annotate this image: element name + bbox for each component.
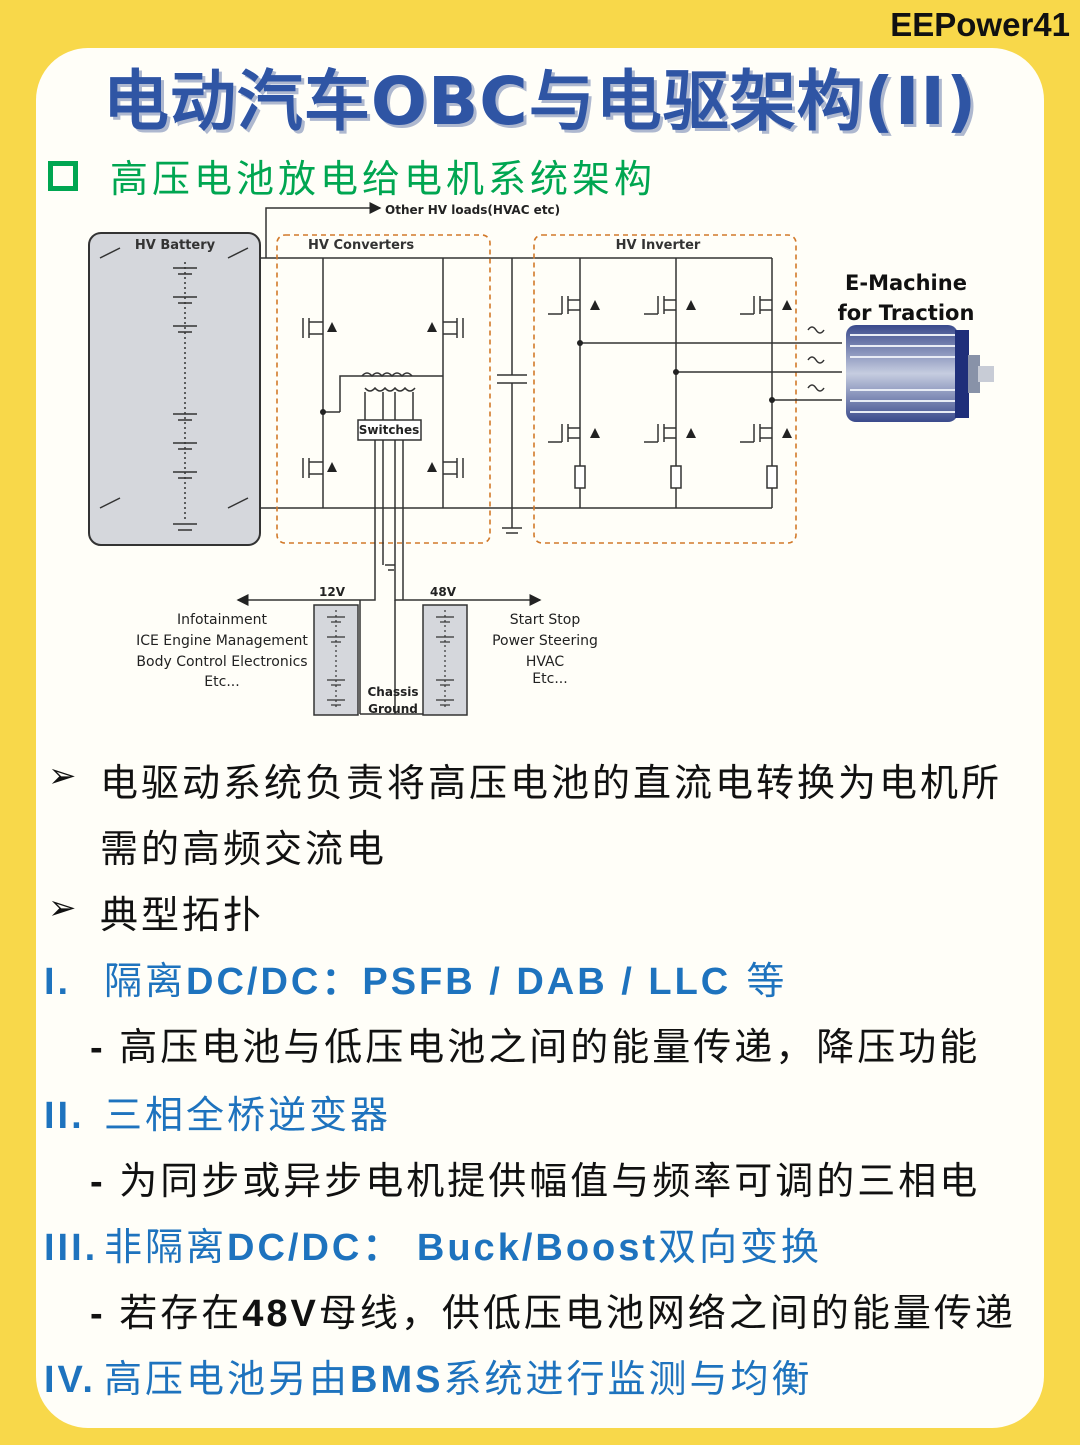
label-12v: 12V <box>319 585 346 599</box>
bullet-line-2: 需的高频交流电 <box>100 827 388 871</box>
architecture-diagram: Other HV loads(HVAC etc) HV Battery <box>88 202 994 716</box>
item-2-heading: II.三相全桥逆变器 <box>44 1093 392 1137</box>
right-load-2: Power Steering <box>492 633 598 649</box>
battery-48v <box>422 604 468 716</box>
battery-12v <box>313 604 359 716</box>
left-load-2: ICE Engine Management <box>136 633 308 649</box>
left-load-3: Body Control Electronics <box>136 654 307 670</box>
dc-link-capacitor <box>497 258 527 534</box>
left-load-4: Etc... <box>204 674 239 690</box>
item-2-description: - 为同步或异步电机提供幅值与频率可调的三相电 <box>90 1159 981 1203</box>
item-1-heading: I.隔离DC/DC：PSFB / DAB / LLC 等 <box>44 959 788 1003</box>
bullet-line-3: 典型拓扑 <box>100 893 265 937</box>
hv-converters-block <box>276 234 491 601</box>
bullet-arrow-icon: ➢ <box>48 756 77 796</box>
switches-label: Switches <box>359 423 420 437</box>
item-3-heading: III.非隔离DC/DC： Buck/Boost双向变换 <box>44 1225 823 1269</box>
item-4-heading: IV.高压电池另由BMS系统进行监测与均衡 <box>44 1357 813 1401</box>
e-machine-motor <box>846 325 994 422</box>
chassis-label-2: Ground <box>368 702 418 716</box>
hv-battery <box>88 232 261 546</box>
section-heading: 高压电池放电给电机系统架构 <box>48 148 656 203</box>
emachine-label-1: E-Machine <box>845 271 967 295</box>
chassis-label-1: Chassis <box>368 685 419 699</box>
item-1-description: - 高压电池与低压电池之间的能量传递，降压功能 <box>90 1025 981 1069</box>
bullet-arrow-icon: ➢ <box>48 888 77 928</box>
right-load-3: HVAC <box>526 654 565 670</box>
bullet-line-1: 电驱动系统负责将高压电池的直流电转换为电机所 <box>100 761 1003 805</box>
right-load-1: Start Stop <box>510 612 581 628</box>
section-title: 高压电池放电给电机系统架构 <box>110 157 657 201</box>
left-load-1: Infotainment <box>177 612 267 628</box>
item-3-description: - 若存在48V母线，供低压电池网络之间的能量传递 <box>90 1291 1016 1335</box>
page-title: 电动汽车OBC与电驱架构(II) <box>102 63 978 140</box>
square-bullet-icon <box>48 160 78 191</box>
emachine-label-2: for Traction <box>838 301 975 325</box>
right-load-4: Etc... <box>532 671 567 687</box>
hv-battery-label: HV Battery <box>135 238 216 253</box>
hv-inverter-label: HV Inverter <box>616 238 701 253</box>
label-48v: 48V <box>430 585 457 599</box>
hv-converters-label: HV Converters <box>308 238 414 253</box>
other-loads-label: Other HV loads(HVAC etc) <box>385 203 560 217</box>
brand-label: EEPower41 <box>890 6 1070 43</box>
hv-inverter-block <box>533 234 842 544</box>
